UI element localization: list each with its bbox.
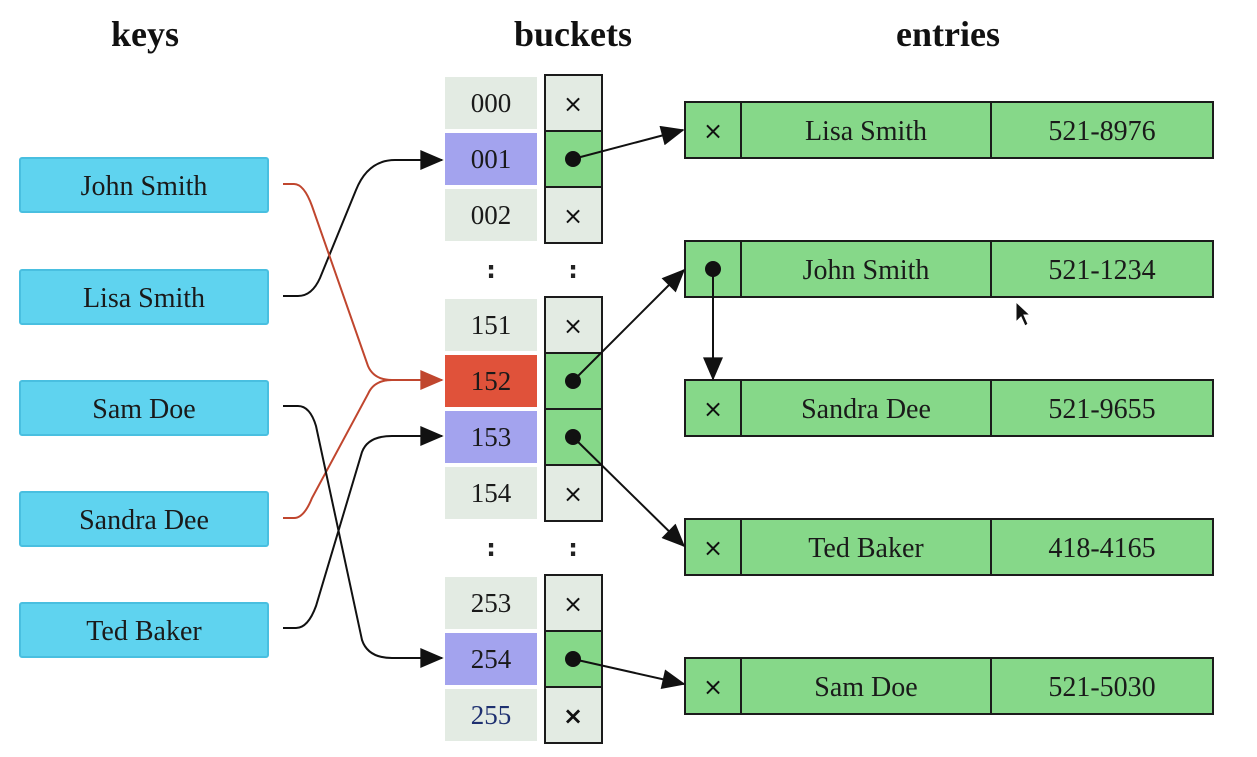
x-mark-icon: × [703,534,723,562]
key-box-sam-doe: Sam Doe [19,380,269,436]
key-box-ted-baker: Ted Baker [19,602,269,658]
bucket-row-153: 153 [445,408,603,466]
bucket-row-154: 154 × [445,464,603,522]
entry-phone: 418-4165 [1048,533,1155,564]
entry-ted-baker: × Ted Baker 418-4165 [684,518,1214,576]
entry-sam-doe: × Sam Doe 521-5030 [684,657,1214,715]
bucket-row-002: 002 × [445,186,603,244]
connector-sam-doe-to-254 [283,405,444,668]
bucket-number: 154 [471,478,512,508]
bucket-number: 151 [471,310,512,340]
entries-heading: entries [896,14,1000,54]
bucket-row-152: 152 [445,352,603,410]
bucket-number: 001 [471,144,512,174]
bucket-number: 153 [471,422,512,452]
entry-name: John Smith [803,255,930,286]
bucket-number: 152 [471,366,512,396]
entry-name: Sandra Dee [801,394,931,425]
x-mark-icon: × [703,117,723,145]
bucket-row-254: 254 [445,630,603,688]
entry-john-smith: John Smith 521-1234 [684,240,1214,298]
hash-connectors [283,150,444,668]
connector-ted-baker-to-153 [283,426,444,629]
key-label: Sandra Dee [79,505,209,536]
key-box-lisa-smith: Lisa Smith [19,269,269,325]
ellipsis-marker: : [568,534,578,562]
pointer-153-to-ted-baker [572,436,686,548]
bucket-number: 255 [471,700,512,730]
buckets-column: 000 × 001 002 × : : 151 [445,74,603,744]
x-mark-icon: × [563,90,583,118]
key-label: John Smith [81,171,208,202]
bucket-row-000: 000 × [445,74,603,132]
entry-name: Ted Baker [808,533,924,564]
x-mark-icon: × [563,702,583,730]
key-label: Lisa Smith [83,283,205,314]
bucket-number: 000 [471,88,512,118]
x-mark-icon: × [563,312,583,340]
pointer-152-to-john-smith [572,268,686,382]
pointer-connectors [572,125,723,689]
bucket-row-253: 253 × [445,574,603,632]
pointer-254-to-sam-doe [572,658,686,689]
key-label: Sam Doe [92,394,195,425]
bucket-row-151: 151 × [445,296,603,354]
entry-name: Sam Doe [814,672,917,703]
entry-phone: 521-1234 [1048,255,1155,286]
ellipsis-marker: : [486,256,496,284]
pointer-001-to-lisa-smith [572,125,685,160]
x-mark-icon: × [563,590,583,618]
ellipsis-marker: : [486,534,496,562]
bucket-row-001: 001 [445,130,603,188]
connector-john-smith-to-152 [283,183,444,390]
bucket-group-1: 000 × 001 002 × [445,74,603,244]
entry-phone: 521-5030 [1048,672,1155,703]
mouse-cursor-icon [1015,300,1032,327]
buckets-heading: buckets [514,14,632,54]
key-box-john-smith: John Smith [19,157,269,213]
entry-phone: 521-8976 [1048,116,1155,147]
entry-lisa-smith: × Lisa Smith 521-8976 [684,101,1214,159]
bucket-number: 253 [471,588,512,618]
bucket-group-3: 253 × 254 255 × [445,574,603,744]
x-mark-icon: × [563,202,583,230]
entry-sandra-dee: × Sandra Dee 521-9655 [684,379,1214,437]
connector-sandra-dee-to-152 [283,379,393,519]
ellipsis-marker: : [568,256,578,284]
bucket-row-255: 255 × [445,686,603,744]
key-box-sandra-dee: Sandra Dee [19,491,269,547]
entries-column: × Lisa Smith 521-8976 John Smith 521-123… [684,101,1214,715]
x-mark-icon: × [703,673,723,701]
keys-column: John Smith Lisa Smith Sam Doe Sandra Dee… [19,157,269,658]
bucket-number: 254 [471,644,512,674]
entry-name: Lisa Smith [805,116,927,147]
x-mark-icon: × [703,395,723,423]
bucket-group-2: 151 × 152 153 154 × [445,296,603,522]
connector-lisa-smith-to-001 [283,150,444,297]
key-label: Ted Baker [86,616,202,647]
bucket-number: 002 [471,200,512,230]
x-mark-icon: × [563,480,583,508]
entry-phone: 521-9655 [1048,394,1155,425]
keys-heading: keys [111,14,179,54]
